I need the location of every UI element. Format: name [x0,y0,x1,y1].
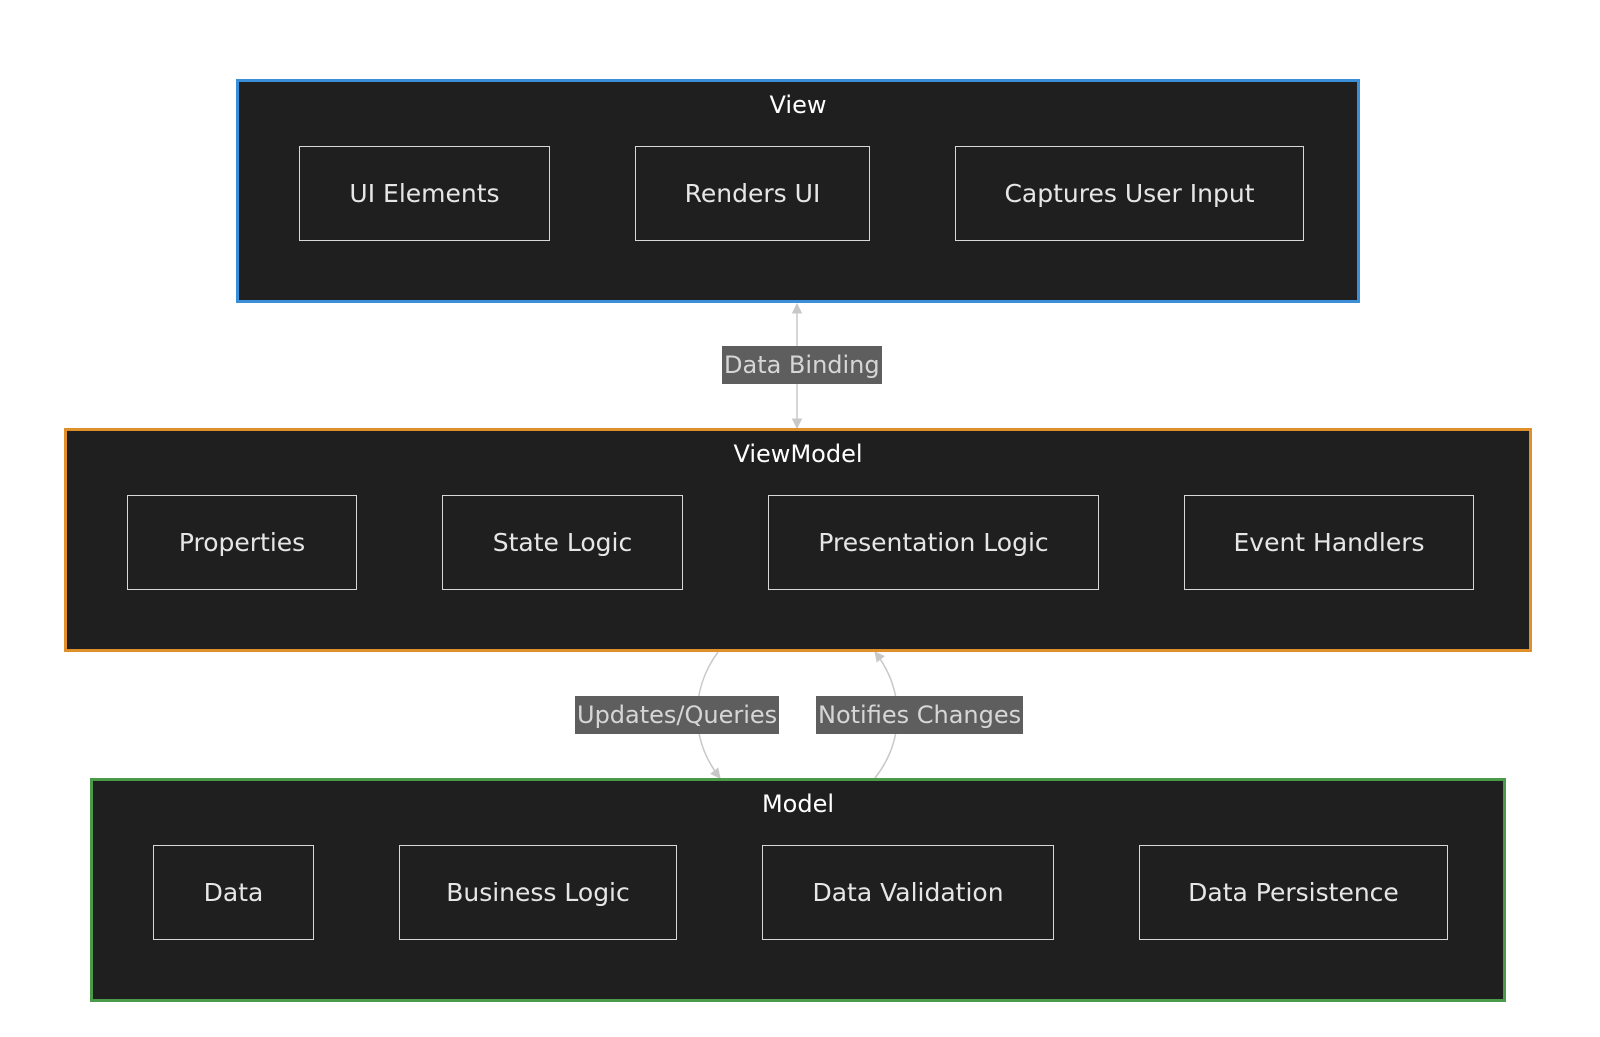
edge-label-notifies-changes: Notifies Changes [816,696,1024,734]
viewmodel-group-title: ViewModel [733,440,863,468]
edge-label-updates-queries: Updates/Queries [575,696,780,734]
node-state-logic: State Logic [442,495,683,590]
node-renders-ui: Renders UI [635,146,870,241]
view-group: View UI Elements Renders UI Captures Use… [236,79,1360,303]
node-captures-user-input: Captures User Input [955,146,1304,241]
node-business-logic: Business Logic [399,845,677,940]
node-data: Data [153,845,314,940]
model-group-title: Model [761,790,835,818]
node-event-handlers: Event Handlers [1184,495,1474,590]
viewmodel-group: ViewModel Properties State Logic Present… [64,428,1532,652]
edge-label-data-binding: Data Binding [722,346,882,384]
node-presentation-logic: Presentation Logic [768,495,1099,590]
node-data-persistence: Data Persistence [1139,845,1448,940]
node-properties: Properties [127,495,357,590]
node-ui-elements: UI Elements [299,146,550,241]
view-group-title: View [769,91,827,119]
node-data-validation: Data Validation [762,845,1054,940]
model-group: Model Data Business Logic Data Validatio… [90,778,1506,1002]
